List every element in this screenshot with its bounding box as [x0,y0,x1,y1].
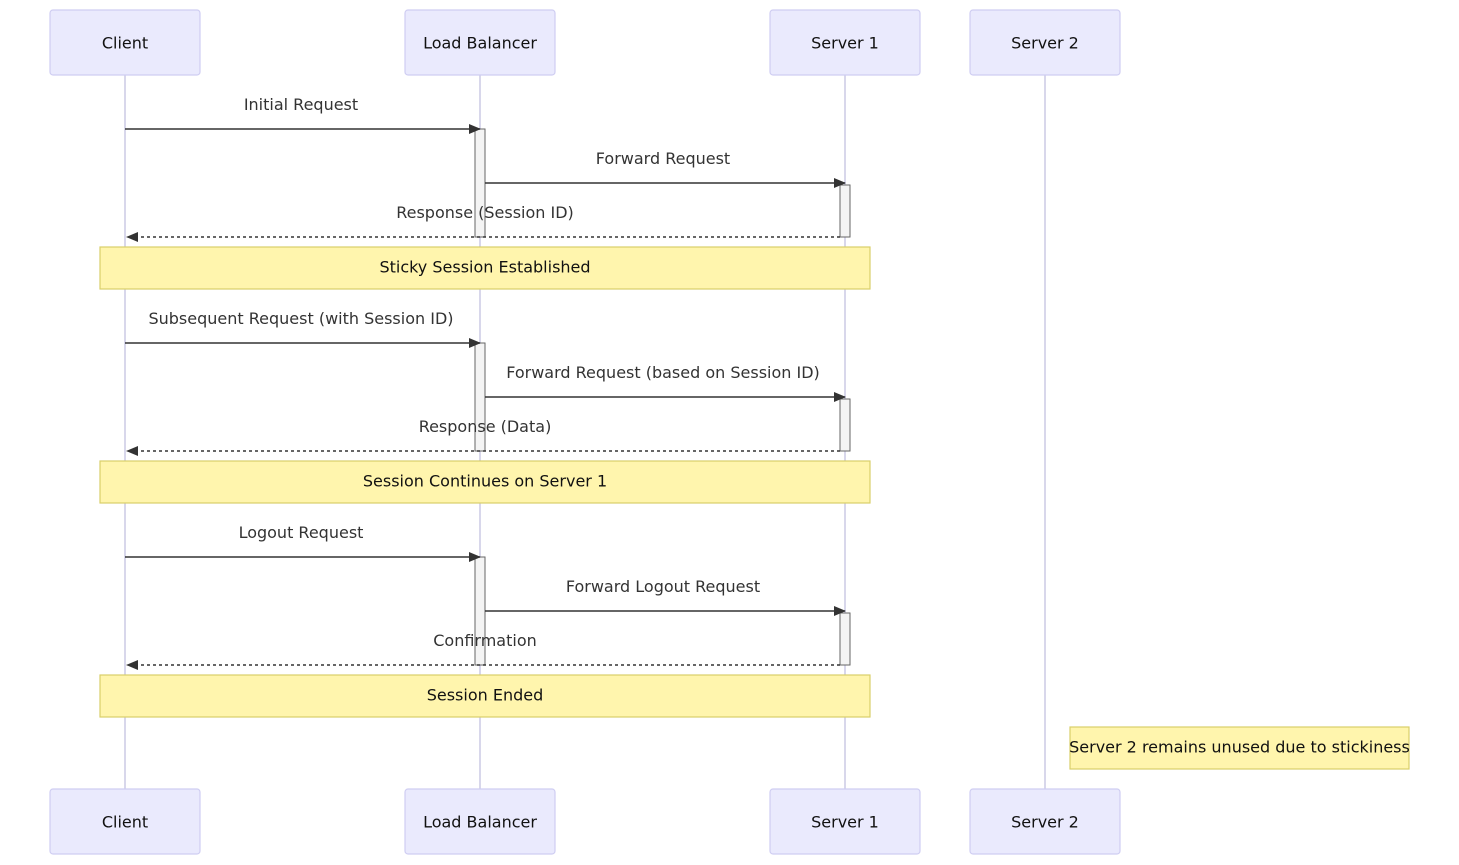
note-sticky-session-established: Sticky Session Established [99,246,871,290]
message-forward-request-session: Forward Request (based on Session ID) [485,363,846,402]
message-label: Forward Request [596,149,730,168]
actor-server-1-top: Server 1 [769,9,921,76]
message-label: Forward Logout Request [566,577,760,596]
message-confirmation: Confirmation [126,631,840,670]
message-logout-request: Logout Request [125,523,481,562]
message-label: Logout Request [239,523,364,542]
actor-server-2-top: Server 2 [969,9,1121,76]
message-forward-request: Forward Request [485,149,846,188]
actor-server-2-bottom: Server 2 [969,788,1121,855]
activation-server-1-1 [839,184,851,238]
actor-label: Server 1 [811,813,879,832]
actor-label: Server 2 [1011,813,1079,832]
message-label: Confirmation [433,631,537,650]
note-session-continues: Session Continues on Server 1 [99,460,871,504]
message-initial-request: Initial Request [125,95,481,134]
message-label: Response (Session ID) [396,203,574,222]
message-label: Response (Data) [419,417,552,436]
activation-server-1-2 [839,398,851,452]
actor-client-top: Client [49,9,201,76]
actor-label: Load Balancer [423,34,537,53]
actor-server-1-bottom: Server 1 [769,788,921,855]
note-text: Session Continues on Server 1 [363,472,607,491]
message-response-session-id: Response (Session ID) [126,203,840,242]
actor-label: Server 1 [811,34,879,53]
activation-server-1-3 [839,612,851,666]
message-label: Forward Request (based on Session ID) [506,363,820,382]
message-label: Initial Request [244,95,358,114]
message-subsequent-request: Subsequent Request (with Session ID) [125,309,481,348]
actor-load-balancer-top: Load Balancer [404,9,556,76]
note-server-2-unused: Server 2 remains unused due to stickines… [1069,726,1410,770]
note-text: Sticky Session Established [379,258,590,277]
message-response-data: Response (Data) [126,417,840,456]
actor-label: Client [102,34,148,53]
actor-label: Server 2 [1011,34,1079,53]
message-label: Subsequent Request (with Session ID) [148,309,453,328]
note-text: Server 2 remains unused due to stickines… [1069,738,1410,757]
actor-label: Client [102,813,148,832]
actor-client-bottom: Client [49,788,201,855]
actor-load-balancer-bottom: Load Balancer [404,788,556,855]
note-text: Session Ended [427,686,544,705]
note-session-ended: Session Ended [99,674,871,718]
actor-label: Load Balancer [423,813,537,832]
message-forward-logout-request: Forward Logout Request [485,577,846,616]
